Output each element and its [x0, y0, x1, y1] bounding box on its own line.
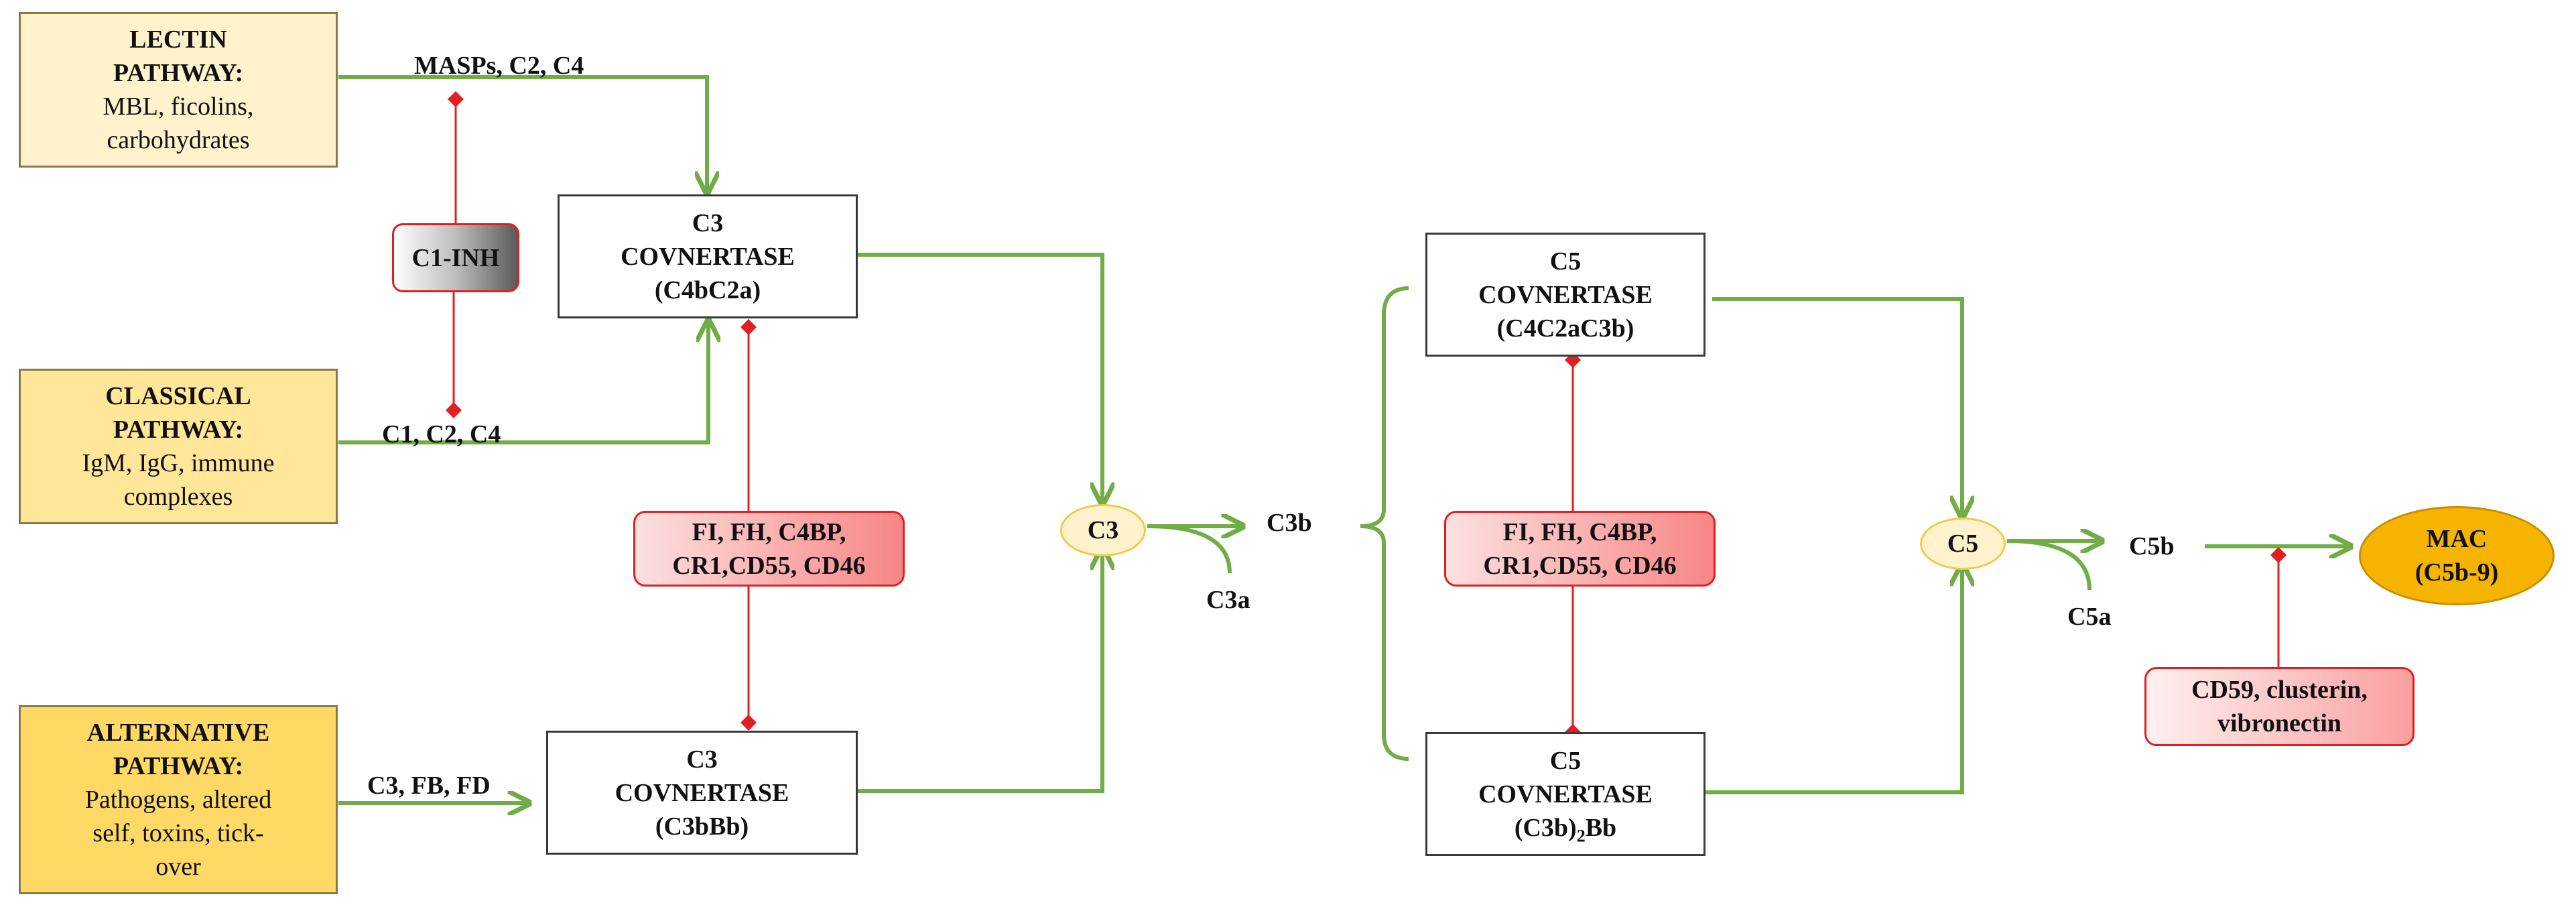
mac-node: MAC (C5b-9) — [2359, 506, 2555, 605]
classical-pathway-desc: complexes — [123, 483, 233, 511]
inhibit-diamond — [740, 318, 757, 336]
mac-label: MAC — [2426, 525, 2488, 553]
regulator-line: CR1,CD55, CD46 — [1483, 551, 1677, 580]
arrow-lectin-to-c3-convertase — [338, 75, 707, 193]
convertase-line: (C4bC2a) — [654, 276, 761, 304]
mac-regulators-box: CD59, clusterin, vibronectin — [2144, 667, 2414, 746]
convertase-line: (C3bBb) — [655, 812, 749, 841]
regulator-line: CD59, clusterin, — [2191, 676, 2368, 704]
convertase-line: COVNERTASE — [615, 778, 789, 807]
inhibit-diamond — [445, 402, 462, 419]
c1-inh-label: C1-INH — [411, 243, 500, 272]
convertase-line: C5 — [1549, 247, 1582, 276]
alternative-pathway-desc: Pathogens, altered — [84, 786, 272, 814]
arrow-c3-alt-convertase-to-c3 — [858, 548, 1102, 793]
alternative-pathway-title: PATHWAY: — [113, 752, 244, 780]
c5-regulators-box: FI, FH, C4BP, CR1,CD55, CD46 — [1444, 511, 1716, 587]
alternative-pathway-desc: over — [155, 853, 201, 881]
convertase-line: COVNERTASE — [621, 242, 795, 271]
inhibit-diamond — [1564, 351, 1582, 369]
c3-convertase-classical: C3 COVNERTASE (C4bC2a) — [558, 194, 858, 318]
bracket — [1360, 286, 1409, 761]
convertase-text: Bb — [1585, 813, 1617, 842]
inhibit-diamond — [447, 90, 464, 108]
arrow-c5-alt-convertase-to-c5 — [1705, 564, 1962, 794]
c5a-label: C5a — [2067, 603, 2112, 631]
convertase-line: COVNERTASE — [1478, 780, 1653, 808]
lectin-pathway-desc: MBL, ficolins, — [103, 93, 254, 121]
regulator-line: FI, FH, C4BP, — [692, 518, 846, 546]
c5-node-label: C5 — [1947, 530, 1979, 558]
classical-pathway-title: PATHWAY: — [113, 416, 244, 444]
arrow-classical-to-c3-convertase — [338, 320, 708, 444]
classical-pathway-box: CLASSICAL PATHWAY: IgM, IgG, immune comp… — [19, 369, 338, 524]
regulator-line: FI, FH, C4BP, — [1502, 518, 1657, 546]
c3-convertase-alternative: C3 COVNERTASE (C3bBb) — [546, 731, 858, 855]
alternative-edge-label: C3, FB, FD — [367, 772, 491, 800]
convertase-line: C3 — [692, 208, 724, 237]
alternative-pathway-box: ALTERNATIVE PATHWAY: Pathogens, altered … — [19, 705, 338, 894]
regulator-line: CR1,CD55, CD46 — [672, 551, 866, 580]
c3b-label: C3b — [1267, 509, 1312, 537]
arrow-c3-to-c3a — [1147, 524, 1232, 574]
c5-convertase-alternative: C5 COVNERTASE (C3b)2Bb — [1425, 732, 1705, 856]
lectin-edge-label: MASPs, C2, C4 — [414, 52, 584, 80]
lectin-pathway-title: PATHWAY: — [113, 59, 244, 87]
inhibit-diamond — [2270, 546, 2287, 564]
c5b-label: C5b — [2129, 532, 2175, 560]
arrow-c3-convertase-to-c3 — [858, 253, 1102, 504]
c3-regulators-box: FI, FH, C4BP, CR1,CD55, CD46 — [633, 511, 905, 587]
c3-node-label: C3 — [1087, 516, 1119, 544]
lectin-pathway-title: LECTIN — [129, 25, 227, 54]
c1-inh-box: C1-INH — [392, 223, 519, 292]
c5-node: C5 — [1920, 518, 2006, 570]
classical-pathway-desc: IgM, IgG, immune — [82, 449, 275, 477]
regulator-line: vibronectin — [2217, 709, 2342, 737]
convertase-line: (C4C2aC3b) — [1496, 314, 1634, 343]
alternative-pathway-desc: self, toxins, tick- — [92, 819, 264, 847]
mac-label: (C5b-9) — [2414, 558, 2499, 587]
c3-node: C3 — [1060, 504, 1146, 556]
arrow-c5-convertase-to-c5 — [1712, 297, 1962, 518]
convertase-text: (C3b) — [1514, 813, 1577, 842]
lectin-pathway-box: LECTIN PATHWAY: MBL, ficolins, carbohydr… — [19, 12, 338, 168]
convertase-line: C3 — [686, 745, 718, 774]
convertase-line: (C3b)2Bb — [1515, 811, 1616, 845]
classical-edge-label: C1, C2, C4 — [382, 420, 501, 448]
convertase-line: COVNERTASE — [1478, 280, 1653, 309]
c3a-label: C3a — [1206, 586, 1250, 614]
lectin-pathway-desc: carbohydrates — [107, 126, 250, 154]
alternative-pathway-title: ALTERNATIVE — [86, 719, 270, 747]
arrow-c5-to-c5a — [2006, 539, 2091, 591]
inhibit-diamond — [740, 714, 757, 731]
c5-convertase-classical: C5 COVNERTASE (C4C2aC3b) — [1425, 233, 1705, 357]
classical-pathway-title: CLASSICAL — [105, 382, 251, 410]
subscript: 2 — [1576, 826, 1586, 846]
convertase-line: C5 — [1549, 746, 1582, 775]
